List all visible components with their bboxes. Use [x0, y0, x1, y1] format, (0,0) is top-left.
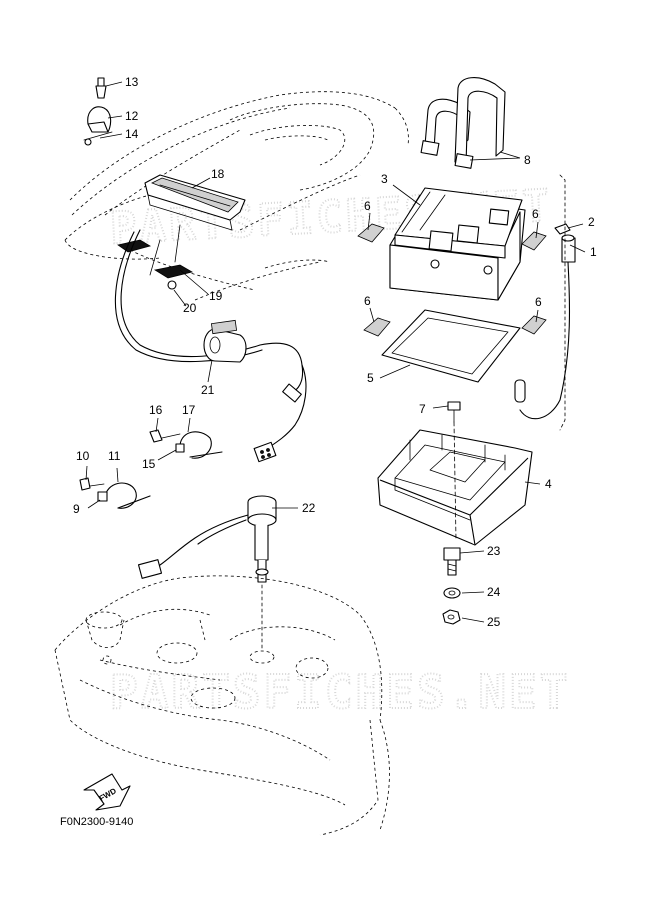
- callout-14: 14: [125, 127, 139, 141]
- figure-code: F0N2300-9140: [60, 816, 133, 828]
- callout-23: 23: [487, 544, 501, 558]
- forward-direction-arrow: FWD: [83, 773, 131, 811]
- battery: [389, 187, 526, 301]
- meter-assembly: [117, 174, 246, 290]
- callout-12: 12: [125, 109, 139, 123]
- callout-7: 7: [419, 402, 426, 416]
- callout-8: 8: [524, 153, 531, 167]
- callout-21: 21: [201, 383, 215, 397]
- callout-6-c: 6: [364, 294, 371, 308]
- callout-11: 11: [108, 449, 121, 463]
- cable-tie-set-upper: [149, 429, 223, 459]
- callout-18: 18: [211, 167, 225, 181]
- mount-hardware: [442, 547, 461, 625]
- screw: [447, 401, 461, 541]
- callout-4: 4: [545, 477, 552, 491]
- callout-2: 2: [588, 215, 595, 229]
- battery-base-plate: [381, 309, 521, 383]
- callout-3: 3: [381, 172, 388, 186]
- breather-tube: [514, 174, 576, 431]
- callout-20: 20: [183, 301, 197, 315]
- callout-6-b: 6: [532, 207, 539, 221]
- callout-22: 22: [302, 501, 316, 515]
- callout-25: 25: [487, 615, 501, 629]
- fuel-tank-outline: [54, 575, 390, 836]
- clamp-bolt-set: [83, 77, 113, 146]
- callout-19: 19: [209, 289, 223, 303]
- callouts: 1 2 3 4 5 6 6 6 6 7 8 9 10 11 12 13 14 1…: [73, 75, 597, 629]
- callout-17: 17: [182, 403, 196, 417]
- callout-6-d: 6: [535, 295, 542, 309]
- callout-16: 16: [149, 403, 163, 417]
- callout-15: 15: [142, 457, 156, 471]
- watermark-bottom: PARTSFICHES.NET: [110, 665, 570, 719]
- cable-tie-set-lower: [79, 477, 151, 509]
- leader-lines: [85, 81, 586, 623]
- callout-24: 24: [487, 585, 501, 599]
- callout-6-a: 6: [364, 199, 371, 213]
- fuel-sender: [137, 495, 277, 651]
- callout-9: 9: [73, 502, 80, 516]
- wire-harness: [114, 229, 307, 463]
- callout-5: 5: [367, 371, 374, 385]
- battery-bands: [420, 77, 506, 169]
- battery-pads: [357, 223, 547, 337]
- callout-10: 10: [76, 449, 90, 463]
- callout-1: 1: [590, 245, 597, 259]
- callout-13: 13: [125, 75, 139, 89]
